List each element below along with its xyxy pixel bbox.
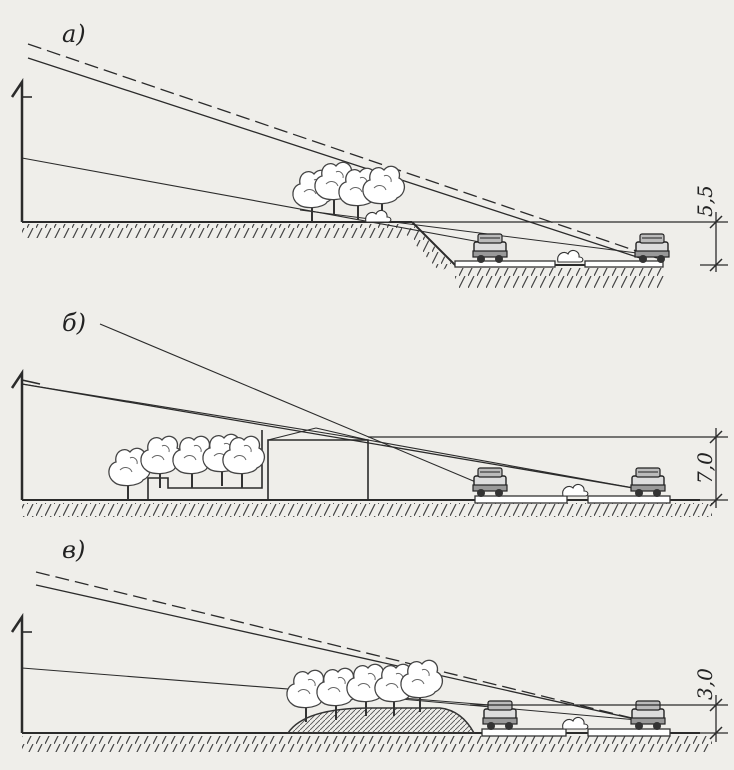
panel-label: б) bbox=[62, 309, 86, 337]
panel-b: б) 7,0 bbox=[10, 309, 728, 517]
panel-a: а) 5,5 bbox=[10, 20, 728, 288]
dimension-label: 5,5 bbox=[693, 185, 717, 217]
panel-c: в) 3,0 bbox=[10, 536, 728, 752]
dimension-label: 7,0 bbox=[693, 452, 717, 484]
panel-label: в) bbox=[62, 536, 85, 564]
dimension-label: 3,0 bbox=[693, 668, 717, 700]
panel-label: а) bbox=[62, 20, 86, 48]
